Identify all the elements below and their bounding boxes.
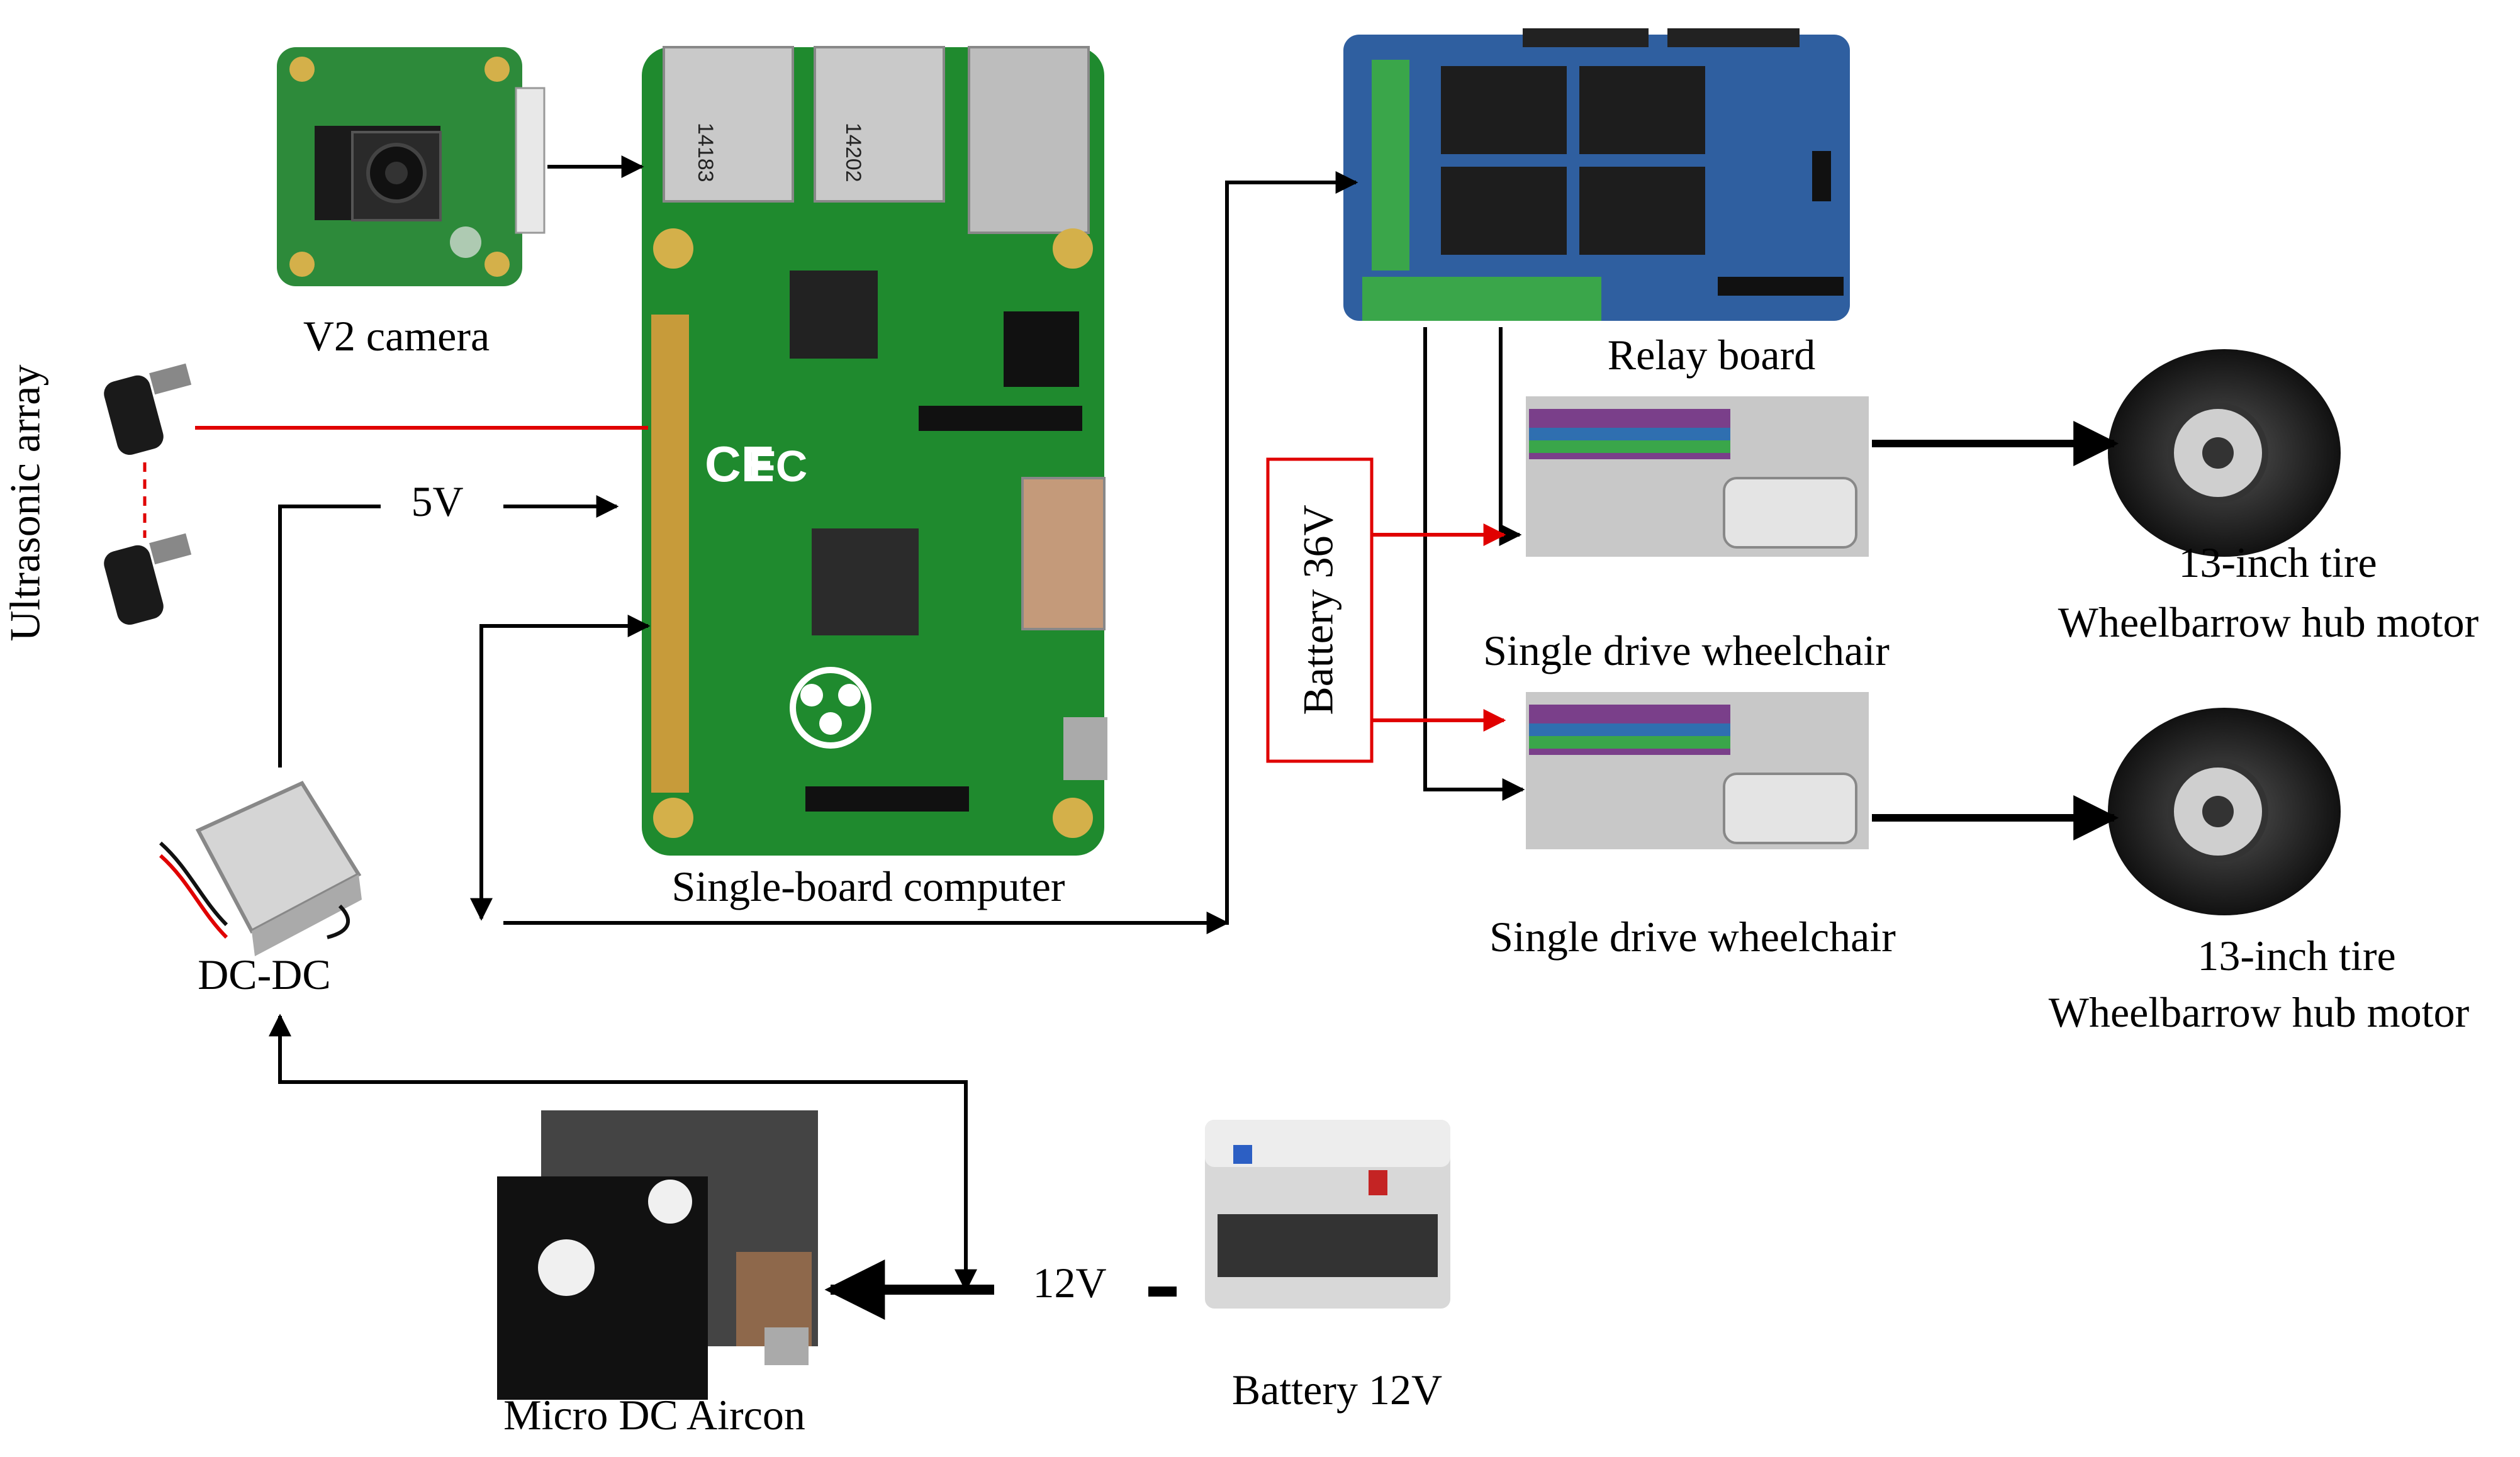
five-volt-label: 5V — [411, 477, 464, 525]
wheelchair-1-label: Single drive wheelchair — [1483, 627, 1890, 674]
micro-dc-aircon-unit — [497, 1110, 818, 1400]
dcdc-label: DC-DC — [198, 951, 331, 998]
aircon-label: Micro DC Aircon — [503, 1391, 805, 1439]
single-board-computer-pcb: 14183 14202 CE FC — [642, 46, 1107, 856]
relay-to-controller-1 — [1499, 327, 1522, 546]
tire-2-line1-label: 13-inch tire — [2197, 932, 2396, 980]
tire-1-line2-label: Wheelbarrow hub motor — [2058, 598, 2479, 646]
relay-board — [1343, 28, 1850, 321]
fc-marking: FC — [749, 442, 807, 491]
wheelchair-controller-2 — [1526, 692, 1869, 849]
wheelchair-controller-1 — [1526, 396, 1869, 557]
battery-36v-box — [1266, 457, 1374, 763]
relay-to-controller-2 — [1423, 327, 1525, 801]
tire-2-line2-label: Wheelbarrow hub motor — [2048, 988, 2470, 1036]
ultrasonic-sensor-2 — [104, 533, 192, 625]
hub-motor-tire-2 — [2108, 708, 2341, 915]
battery-12v-unit — [1205, 1120, 1450, 1309]
twelve-volt-label: 12V — [1033, 1259, 1107, 1307]
battery-36v-label: Battery 36V — [1294, 505, 1342, 715]
relay-board-label: Relay board — [1607, 331, 1816, 379]
v2-camera-label: V2 camera — [303, 312, 490, 360]
dcdc-converter — [159, 781, 362, 956]
wheelchair-2-label: Single drive wheelchair — [1489, 913, 1896, 961]
v2-camera-module — [277, 47, 546, 286]
dcdc-5v-up-line — [278, 505, 381, 768]
hub-motor-tire-1 — [2108, 349, 2341, 557]
usb-2-marking: 14202 — [841, 123, 865, 182]
twelve-volt-feed-to-dcdc — [269, 1013, 977, 1292]
ultrasonic-sensor-1 — [104, 363, 192, 455]
sbc-left-bus — [470, 615, 651, 921]
sbc-label: Single-board computer — [671, 862, 1065, 910]
tire-1-line1-label: 13-inch tire — [2178, 539, 2377, 586]
battery-12v-label: Battery 12V — [1231, 1366, 1443, 1414]
sbc-to-relay-bus — [503, 171, 1358, 925]
ultrasonic-array-label: Ultrasonic array — [1, 364, 49, 642]
ce-marking: CE — [705, 436, 775, 492]
usb-1-marking: 14183 — [693, 123, 717, 182]
